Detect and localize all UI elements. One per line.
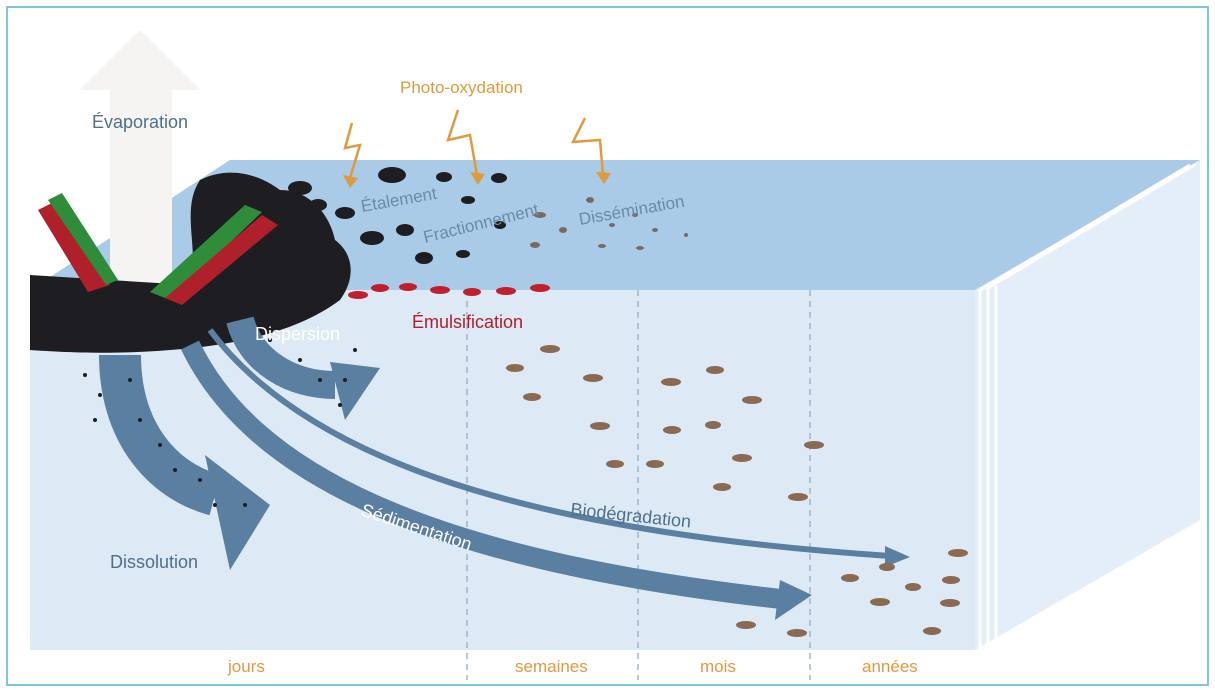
biodegradation-arrow [207, 328, 891, 559]
biodegradation-arrowhead [885, 546, 910, 567]
time-annees: années [862, 657, 918, 676]
oil-slick [30, 172, 351, 353]
small-oil-dots [530, 197, 688, 250]
sedimentation-arrowhead [775, 580, 812, 620]
diagram-frame [6, 6, 1209, 686]
time-jours: jours [227, 657, 265, 676]
label-evaporation: Évaporation [92, 112, 188, 132]
time-mois: mois [700, 657, 736, 676]
dispersion-arrowhead [330, 362, 380, 420]
label-photo-oxydation: Photo-oxydation [400, 78, 523, 97]
dissolution-arrow [99, 354, 222, 516]
water-side-face [975, 160, 1200, 650]
emulsion-droplets [348, 283, 550, 299]
photo-oxidation-heads [343, 172, 611, 188]
time-semaines: semaines [515, 657, 588, 676]
sedimentation-arrow [180, 340, 792, 610]
dissolved-dots [83, 338, 357, 507]
time-separators [466, 290, 811, 680]
dispersion-arrow [226, 315, 336, 399]
dissolution-arrowhead [205, 455, 270, 570]
ship-wreck [38, 193, 278, 305]
sediment-particles [506, 345, 968, 637]
evaporation-arrow [80, 30, 200, 300]
surface-oil-blobs [288, 167, 507, 264]
label-emulsification: Émulsification [412, 312, 523, 332]
label-dispersion: Dispersion [255, 324, 340, 344]
photo-oxidation-arrows [343, 109, 605, 179]
edge-stripes [978, 162, 1197, 650]
label-dissolution: Dissolution [110, 552, 198, 572]
